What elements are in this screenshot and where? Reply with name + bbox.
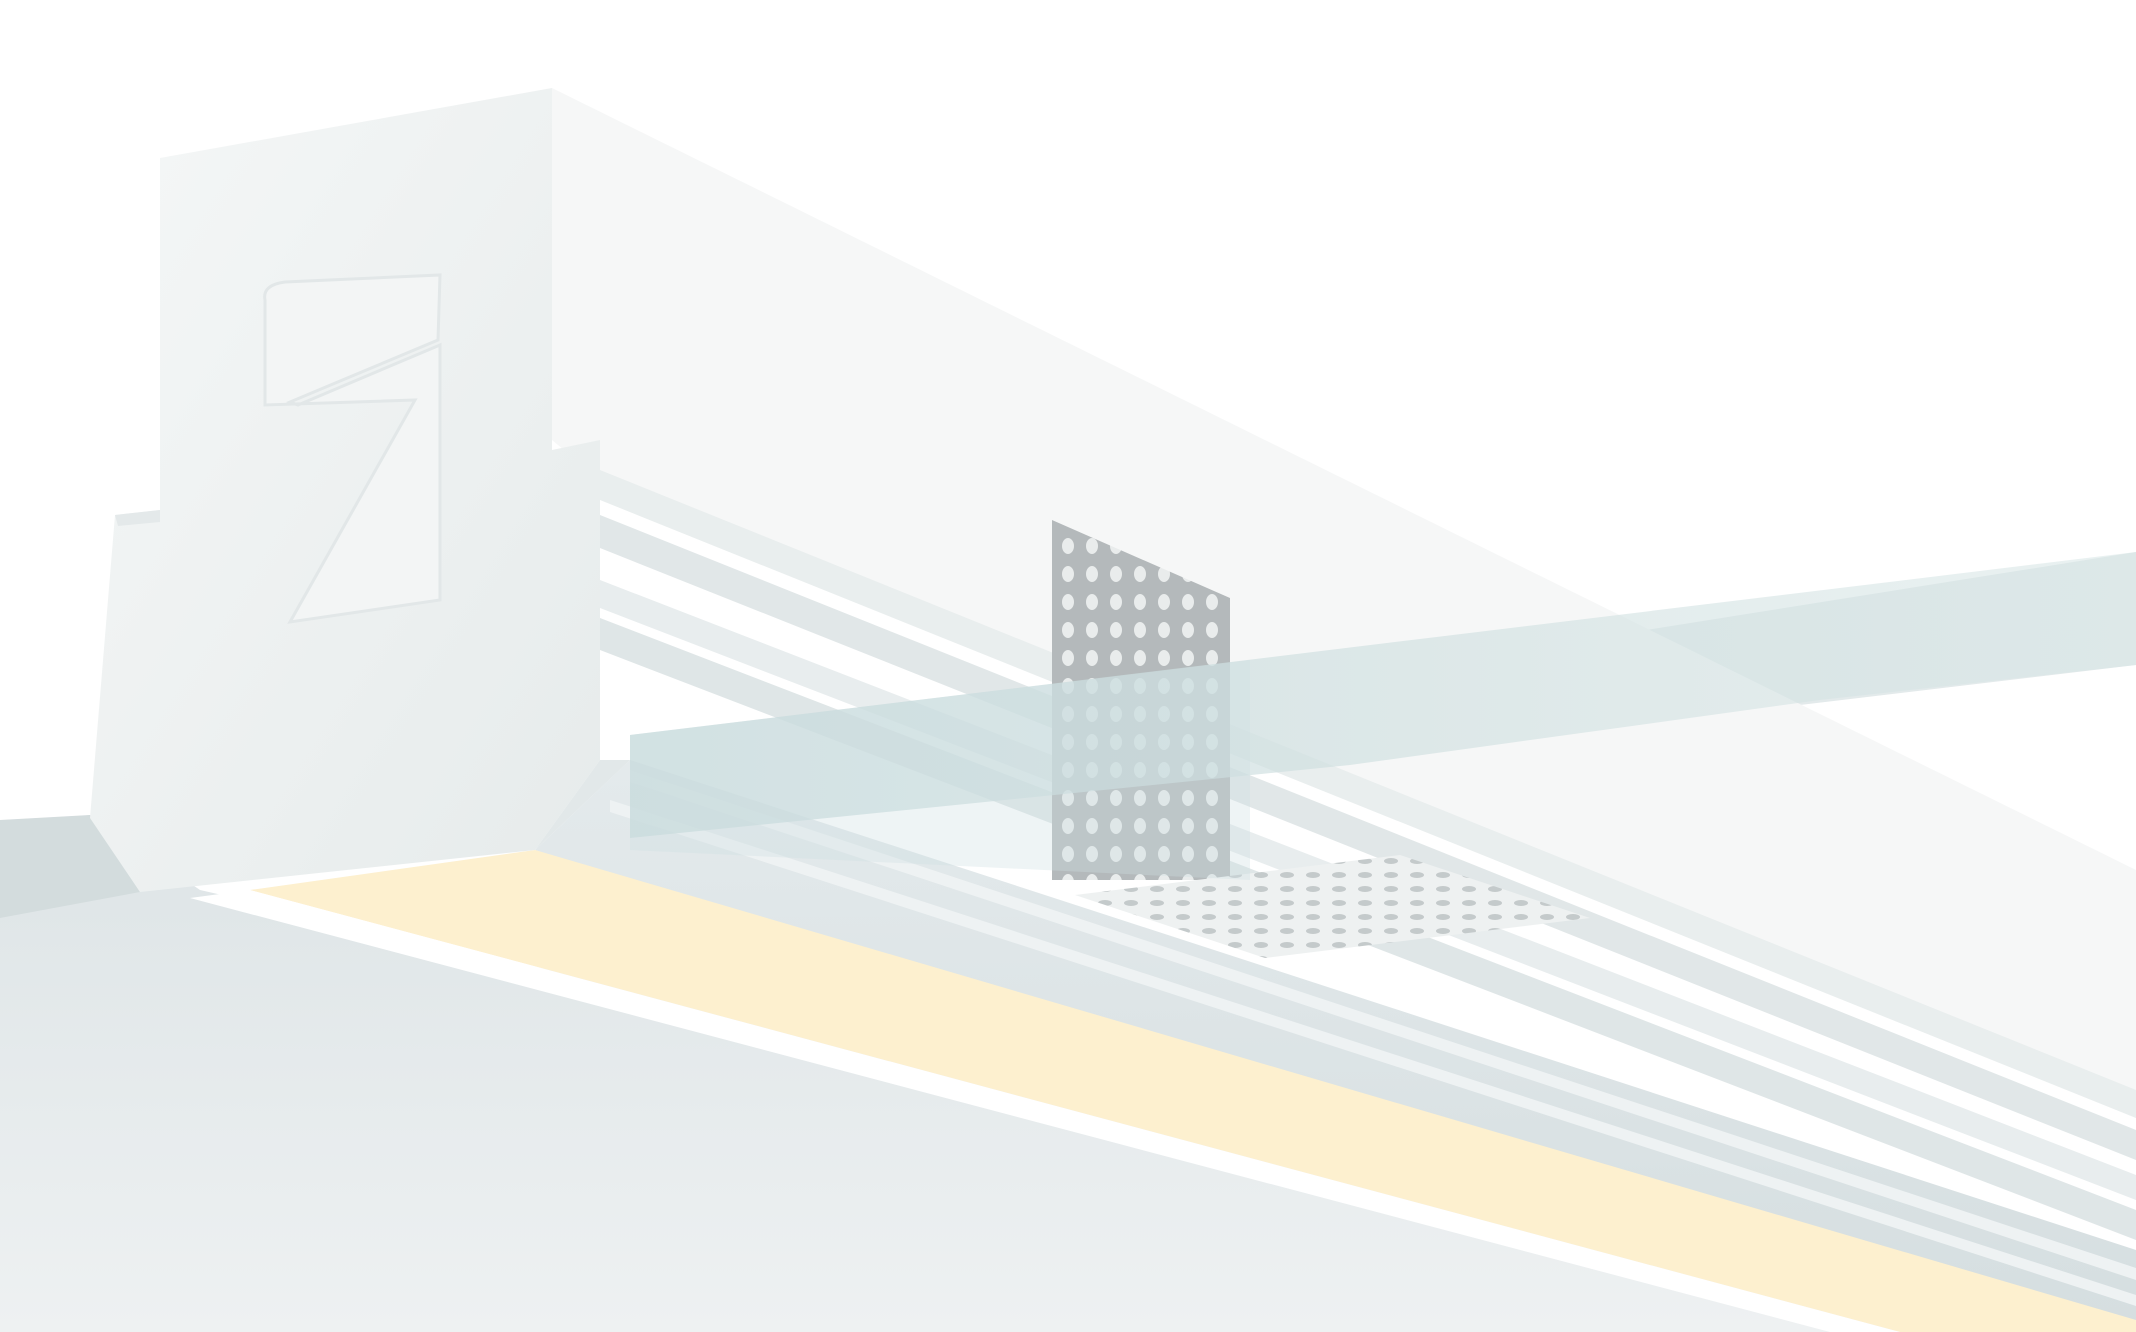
end-cap-facet bbox=[535, 760, 630, 850]
z-logo-icon bbox=[263, 273, 442, 624]
glass-board-sheet bbox=[630, 552, 2136, 838]
ceiling-left-edge bbox=[0, 815, 140, 918]
profile-top-face bbox=[552, 88, 2136, 1110]
profile-channel-ridge-1 bbox=[630, 770, 2136, 1280]
end-cap-step bbox=[115, 510, 160, 526]
glass-board-overlay bbox=[630, 660, 1250, 880]
led-glow-edge bbox=[190, 890, 1900, 1332]
end-cap-front bbox=[90, 88, 600, 892]
profile-rail-1 bbox=[600, 470, 2136, 1118]
profile-channel-ridge-2 bbox=[610, 800, 2136, 1306]
perforated-mesh-flange-icon bbox=[1075, 855, 1590, 958]
ceiling-surface bbox=[0, 815, 2136, 1332]
led-glow-diffuser bbox=[250, 850, 2136, 1332]
profile-rail-2 bbox=[600, 515, 2136, 1160]
